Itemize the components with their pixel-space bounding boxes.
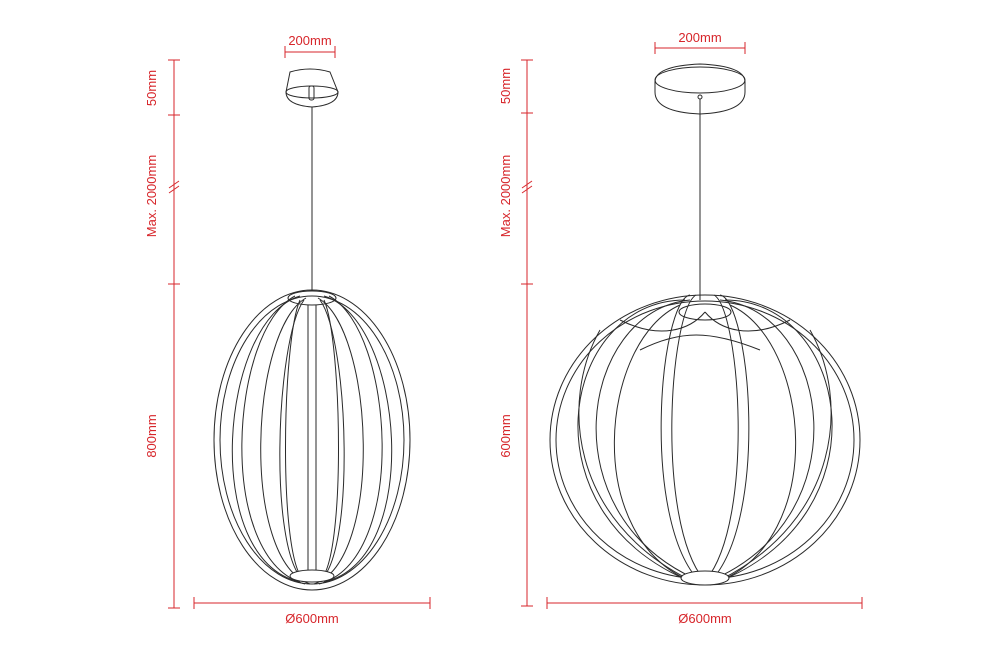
left-canopy-clip [308,85,315,101]
right-break-mark [521,180,533,189]
right-diameter-label: Ø600mm [678,611,731,626]
left-lamp-dimensions: 200mm 50mm Max. 2000mm 800mm Ø600mm [144,33,431,626]
left-cage-ribs [213,289,411,591]
left-break-mark [168,180,180,189]
left-lamp-illustration [213,68,411,591]
right-lamp-dimensions: 200mm 50mm Max. 2000mm 600mm Ø600mm [498,30,863,626]
left-diameter-label: Ø600mm [285,611,338,626]
left-canopy-height-label: 50mm [144,70,159,106]
left-top-hub [287,290,337,306]
right-canopy [654,63,746,115]
right-break-mark [521,185,533,194]
right-cage-ribs [549,294,861,586]
left-body-height-label: 800mm [144,414,159,457]
left-break-mark [168,185,180,194]
left-bottom-hub [289,569,335,583]
left-canopy-width-label: 200mm [288,33,331,48]
left-cable-length-label: Max. 2000mm [144,155,159,237]
right-canopy-rim [654,66,746,94]
right-canopy-height-label: 50mm [498,68,513,104]
right-body-height-label: 600mm [498,414,513,457]
right-canopy-width-label: 200mm [678,30,721,45]
left-lamp: 200mm 50mm Max. 2000mm 800mm Ø600mm [144,33,431,626]
right-bottom-hub [680,570,730,586]
right-lamp-illustration [549,63,861,586]
right-lamp: 200mm 50mm Max. 2000mm 600mm Ø600mm [498,30,863,626]
right-cable-length-label: Max. 2000mm [498,155,513,237]
